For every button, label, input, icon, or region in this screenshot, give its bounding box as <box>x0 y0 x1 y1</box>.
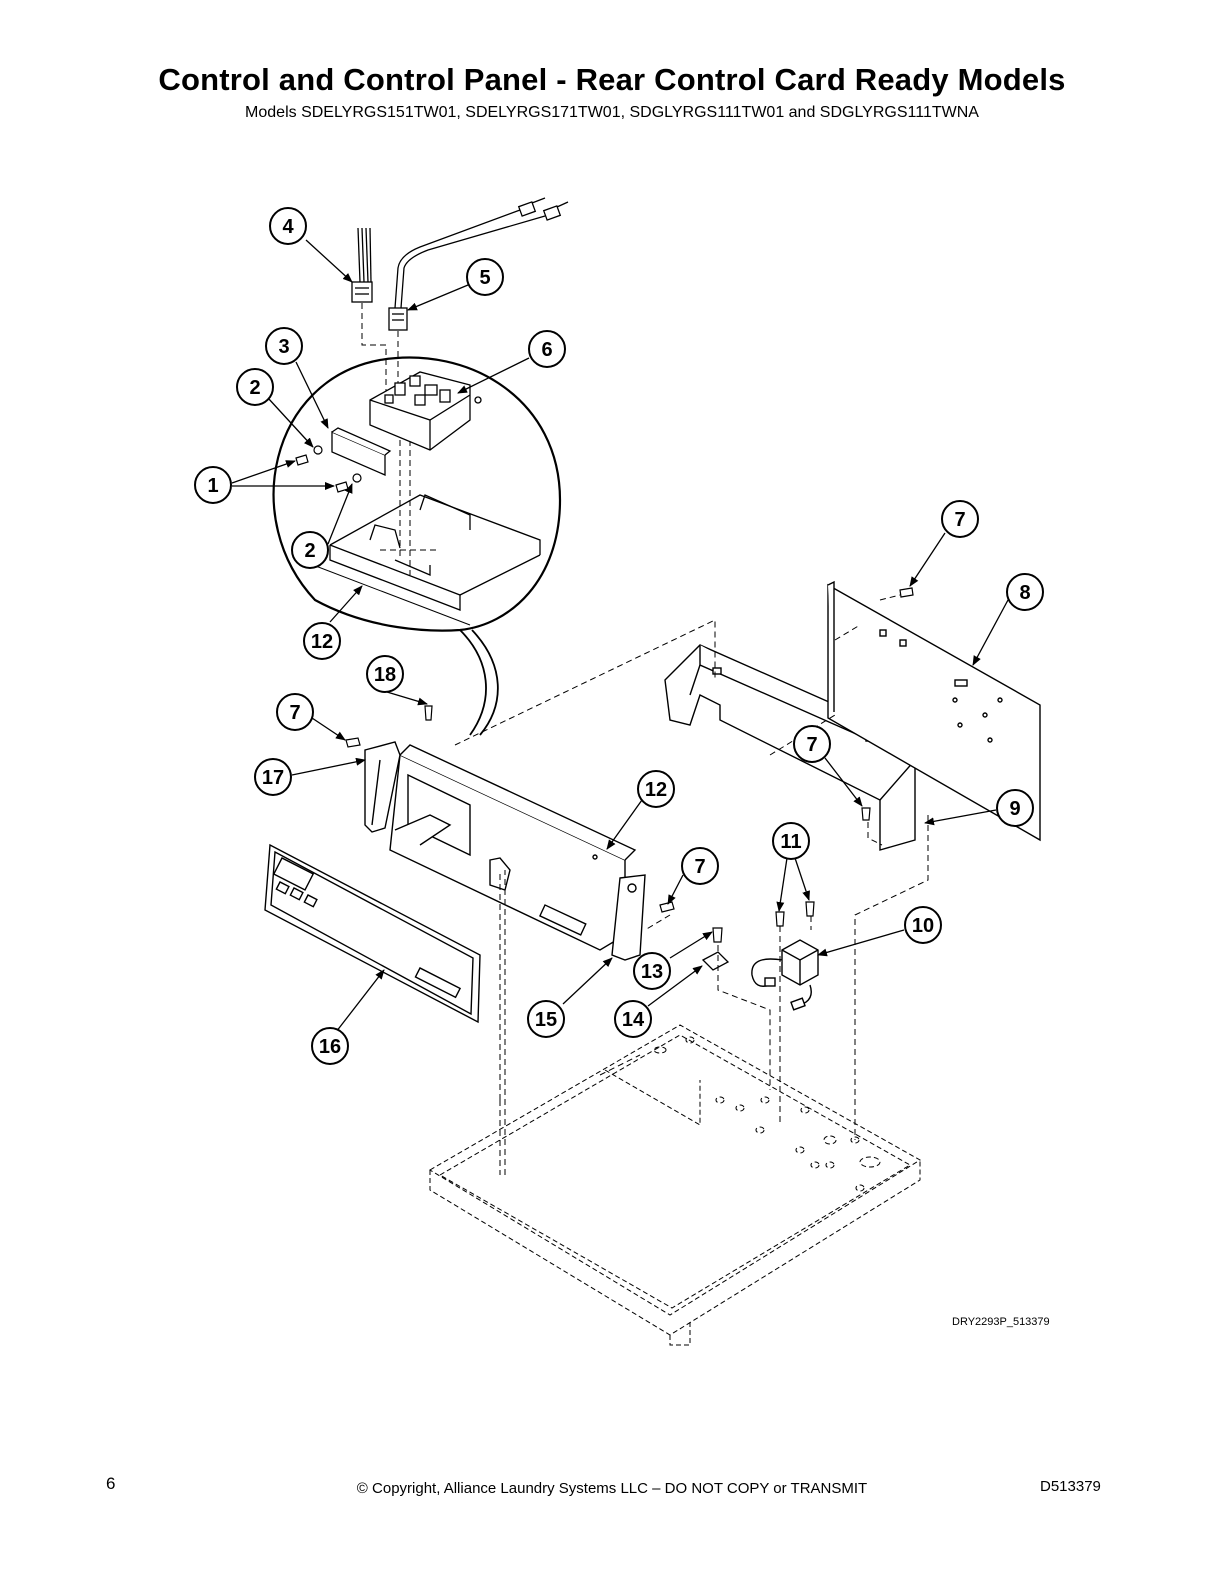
callout-4: 4 <box>269 207 307 245</box>
page-number: 6 <box>106 1474 116 1493</box>
svg-text:11: 11 <box>780 831 801 853</box>
callout-2-upper: 2 <box>236 368 274 406</box>
svg-text:7: 7 <box>954 509 965 531</box>
callout-15: 15 <box>527 1000 565 1038</box>
svg-text:9: 9 <box>1009 798 1020 820</box>
svg-text:2: 2 <box>304 540 315 562</box>
dryer-top-phantom <box>429 1024 921 1346</box>
callout-18: 18 <box>366 655 404 693</box>
callout-7-left: 7 <box>276 693 314 731</box>
callout-5: 5 <box>466 258 504 296</box>
callout-7-top: 7 <box>941 500 979 538</box>
svg-text:16: 16 <box>319 1036 341 1058</box>
callout-17: 17 <box>254 758 292 796</box>
callout-16: 16 <box>311 1027 349 1065</box>
back-panel-8 <box>827 580 1041 842</box>
wire-harness-4 <box>351 227 373 303</box>
callout-12-detail: 12 <box>303 622 341 660</box>
callout-9: 9 <box>996 789 1034 827</box>
page-subtitle: Models SDELYRGS151TW01, SDELYRGS171TW01,… <box>245 104 979 121</box>
copyright-notice: © Copyright, Alliance Laundry Systems LL… <box>356 1480 868 1497</box>
svg-text:14: 14 <box>622 1009 645 1031</box>
callout-7-cap: 7 <box>681 847 719 885</box>
svg-text:7: 7 <box>806 734 817 756</box>
svg-text:10: 10 <box>912 915 934 937</box>
svg-text:8: 8 <box>1019 582 1030 604</box>
callout-11: 11 <box>772 822 810 860</box>
document-number: D513379 <box>1040 1478 1101 1495</box>
leader-lines <box>231 239 1009 1033</box>
svg-text:2: 2 <box>249 377 260 399</box>
callout-3: 3 <box>265 327 303 365</box>
transformer-10 <box>751 939 819 1011</box>
callout-10: 10 <box>904 906 942 944</box>
control-panel-12 <box>389 744 637 951</box>
svg-text:6: 6 <box>541 339 552 361</box>
callout-7-console: 7 <box>793 725 831 763</box>
small-screws <box>345 587 914 943</box>
svg-text:1: 1 <box>207 475 218 497</box>
bracket-3 <box>331 427 392 476</box>
clip-14 <box>701 951 730 971</box>
detail-magnifier <box>272 356 562 736</box>
end-cap-17 <box>364 741 401 833</box>
control-board-6 <box>369 371 482 451</box>
svg-text:12: 12 <box>645 779 667 801</box>
svg-text:7: 7 <box>694 856 705 878</box>
panel-detail-12 <box>299 494 541 626</box>
callout-14: 14 <box>614 1000 652 1038</box>
assembly-guide-lines-top <box>361 303 440 575</box>
callout-1: 1 <box>194 466 232 504</box>
callout-13: 13 <box>633 952 671 990</box>
callout-8: 8 <box>1006 573 1044 611</box>
page-title: Control and Control Panel - Rear Control… <box>158 62 1066 97</box>
callout-6: 6 <box>528 330 566 368</box>
end-cap-15 <box>611 874 646 961</box>
callout-12-panel: 12 <box>637 770 675 808</box>
svg-text:7: 7 <box>289 702 300 724</box>
svg-text:4: 4 <box>282 216 294 238</box>
figure-code: DRY2293P_513379 <box>952 1316 1050 1328</box>
svg-text:13: 13 <box>641 961 663 983</box>
wire-harness-5 <box>388 197 569 331</box>
svg-text:5: 5 <box>479 267 490 289</box>
svg-text:3: 3 <box>278 336 289 358</box>
svg-text:17: 17 <box>262 767 284 789</box>
callout-2-lower: 2 <box>291 531 329 569</box>
svg-text:15: 15 <box>535 1009 557 1031</box>
overlay-16 <box>264 843 481 1024</box>
svg-text:18: 18 <box>374 664 396 686</box>
svg-text:12: 12 <box>311 631 333 653</box>
